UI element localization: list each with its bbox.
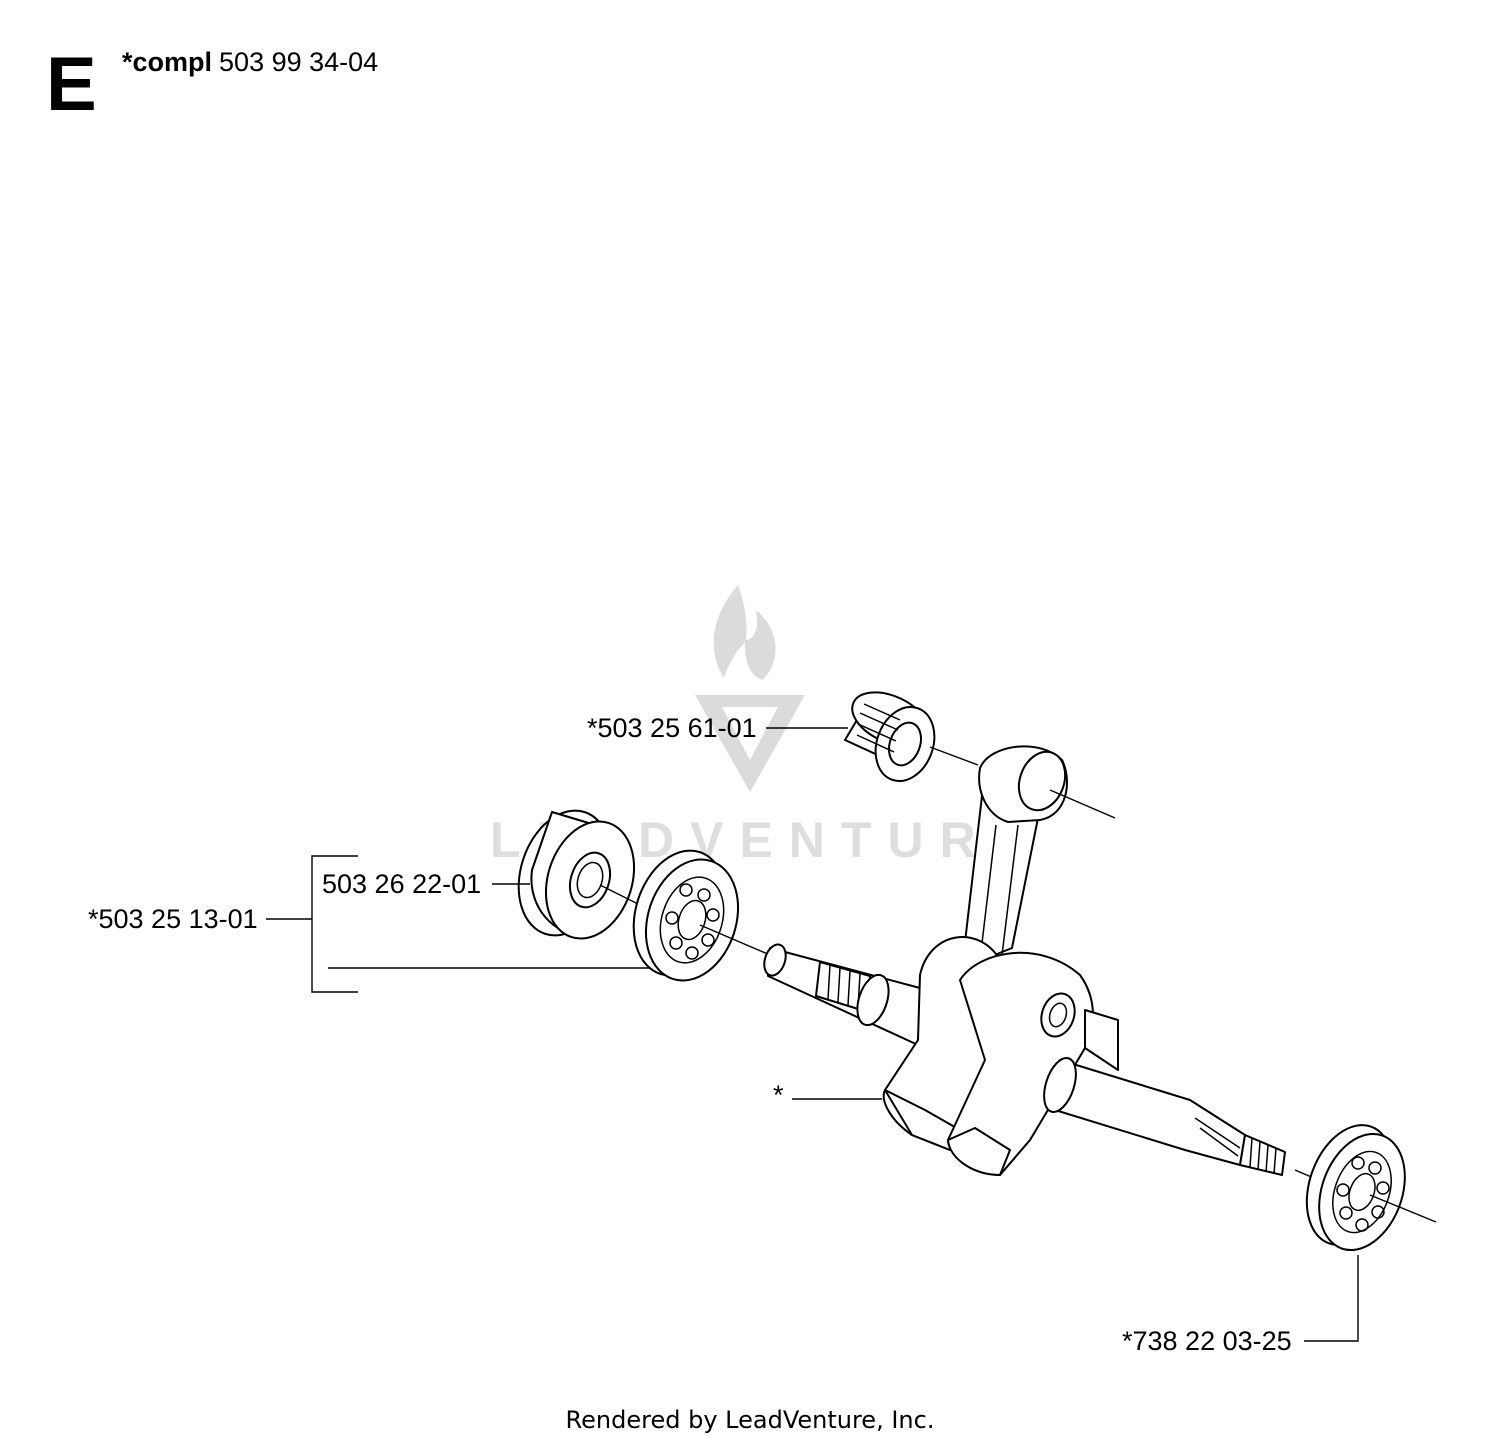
compl-number: 503 99 34-04 — [219, 47, 378, 77]
right-bearing-label: *738 22 03-25 — [1122, 1326, 1292, 1356]
right-ball-bearing — [1305, 1124, 1406, 1252]
connecting-rod — [961, 745, 1068, 969]
compl-prefix: *compl — [122, 47, 212, 77]
section-letter: E — [46, 42, 97, 127]
needle-bearing — [844, 691, 936, 782]
seal-label: 503 26 22-01 — [322, 869, 481, 899]
leader-lines — [266, 727, 1359, 1342]
bearing-kit-label: *503 25 13-01 — [88, 904, 258, 934]
crankshaft-label: * — [773, 1080, 784, 1110]
footer-credit: Rendered by LeadVenture, Inc. — [566, 1406, 935, 1434]
left-seal — [517, 809, 636, 940]
crankshaft — [763, 936, 1286, 1176]
needle-bearing-label: *503 25 61-01 — [587, 713, 757, 743]
left-ball-bearing — [632, 849, 740, 982]
